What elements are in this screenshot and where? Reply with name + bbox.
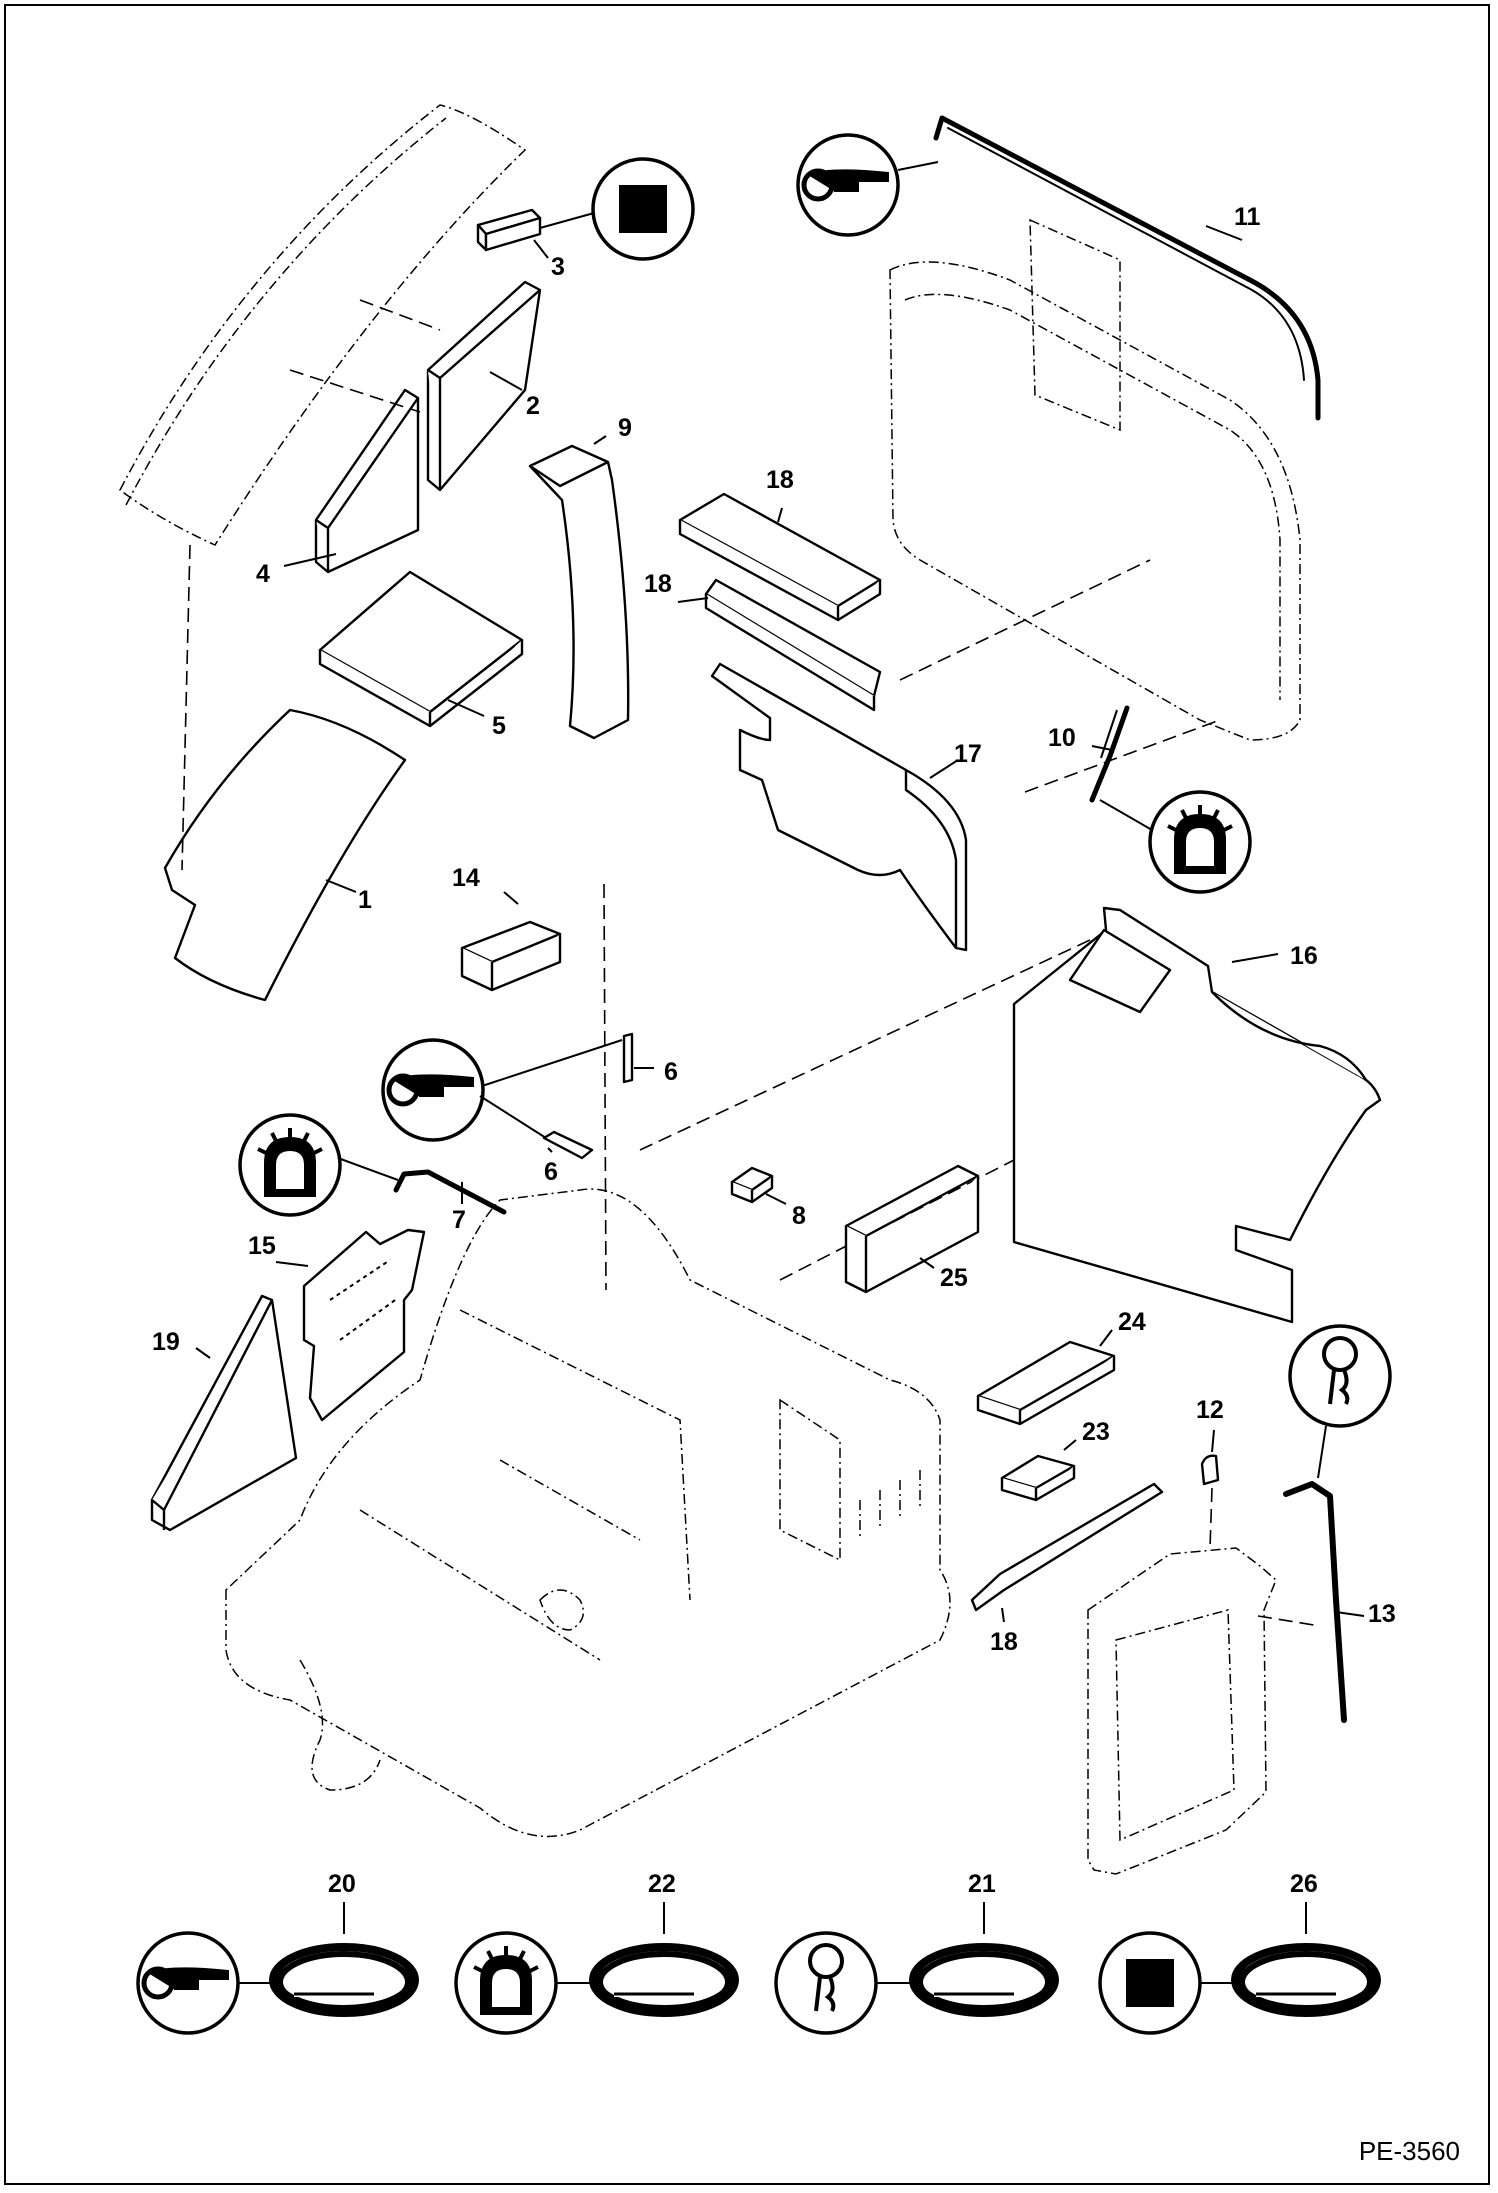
callout-2: 2	[526, 392, 540, 420]
part-18-strip-upper	[678, 492, 882, 622]
callout-6-lower: 6	[544, 1158, 558, 1186]
callout-16: 16	[1290, 942, 1318, 970]
part-16-rear-panel	[1012, 906, 1382, 1324]
callout-11: 11	[1234, 203, 1261, 231]
dash-guide	[181, 544, 191, 871]
callout-10: 10	[1048, 724, 1076, 752]
part-26-coil	[1234, 1946, 1378, 2014]
dash-guide	[899, 559, 1221, 793]
part-25-foam-pad	[844, 1164, 980, 1294]
callout-7: 7	[452, 1206, 466, 1234]
square-foam-badge	[1098, 1931, 1234, 2035]
part-3-foam-block	[476, 208, 542, 252]
callout-18-middle: 18	[644, 570, 672, 598]
callout-20: 20	[328, 1870, 356, 1898]
part-20-coil	[272, 1946, 416, 2014]
callout-labels: 3 2 4 5 1 9 18 18 17 10 11 14 16 6 6 7 8…	[152, 203, 1396, 1898]
part-7-trim-seal	[393, 1169, 507, 1215]
part-2-foam-pad	[426, 280, 542, 492]
machine-frame-ghost	[225, 1188, 951, 1838]
dash-guide	[289, 299, 441, 413]
part-8-foam-block	[730, 1166, 774, 1204]
callout-8: 8	[792, 1202, 806, 1230]
part-1-roof-panel	[163, 708, 407, 1002]
part-17-side-panel	[710, 662, 968, 952]
part-24-foam-pad	[976, 1340, 1116, 1426]
page-reference: PE-3560	[1358, 2136, 1460, 2166]
part-22-coil	[592, 1946, 736, 2014]
top-cover-ghost	[119, 104, 527, 546]
part-11-door-ghost	[889, 218, 1301, 741]
callout-1: 1	[358, 886, 372, 914]
callout-9: 9	[618, 414, 632, 442]
part-13-trim-seal	[1283, 1481, 1347, 1723]
tape-roll-badge	[381, 1038, 623, 1142]
door-panel-ghost	[1087, 1547, 1277, 1875]
callout-25: 25	[940, 1264, 968, 1292]
edge-trim-badge	[454, 1931, 594, 2035]
clip-seal-badge	[1288, 1324, 1392, 1479]
callout-14: 14	[452, 864, 480, 892]
callout-13: 13	[1368, 1600, 1396, 1628]
callout-5: 5	[492, 712, 506, 740]
part-15-foam-panel	[302, 1228, 426, 1422]
clip-seal-badge	[774, 1931, 912, 2035]
callout-23: 23	[1082, 1418, 1110, 1446]
callout-21: 21	[968, 1870, 996, 1898]
part-18-strip-middle	[704, 578, 882, 712]
part-10-trim-seal	[1089, 705, 1130, 803]
callout-3: 3	[551, 253, 565, 281]
callout-26: 26	[1290, 1870, 1318, 1898]
part-9-side-foam	[528, 444, 630, 740]
callout-24: 24	[1118, 1308, 1146, 1336]
callout-4: 4	[256, 560, 270, 588]
part-5-foam-pad	[318, 570, 524, 728]
callout-18-upper: 18	[766, 466, 794, 494]
dash-guide	[1209, 1487, 1321, 1627]
callout-19: 19	[152, 1328, 180, 1356]
dash-guide	[603, 883, 607, 1291]
edge-trim-badge	[238, 1113, 399, 1217]
part-14-foam-block	[460, 920, 562, 992]
tape-roll-badge	[796, 133, 939, 237]
part-18-strip-lower	[970, 1482, 1164, 1612]
edge-trim-badge	[1099, 790, 1252, 894]
tape-roll-badge	[136, 1931, 272, 2035]
part-23-foam-pad	[1000, 1454, 1076, 1502]
callout-leaders	[195, 225, 1365, 1934]
callout-17: 17	[954, 740, 982, 768]
callout-18-lower: 18	[990, 1628, 1018, 1656]
part-19-foam-panel	[150, 1294, 298, 1532]
callout-15: 15	[248, 1232, 276, 1260]
square-foam-badge	[539, 157, 695, 261]
part-6-tape	[542, 1032, 634, 1160]
callout-6-upper: 6	[664, 1058, 678, 1086]
part-11-edge-trim	[933, 115, 1321, 421]
part-12-clip	[1200, 1454, 1220, 1486]
callout-12: 12	[1196, 1396, 1224, 1424]
callout-22: 22	[648, 1870, 676, 1898]
part-21-coil	[912, 1946, 1056, 2014]
part-4-foam-pad	[314, 388, 420, 574]
